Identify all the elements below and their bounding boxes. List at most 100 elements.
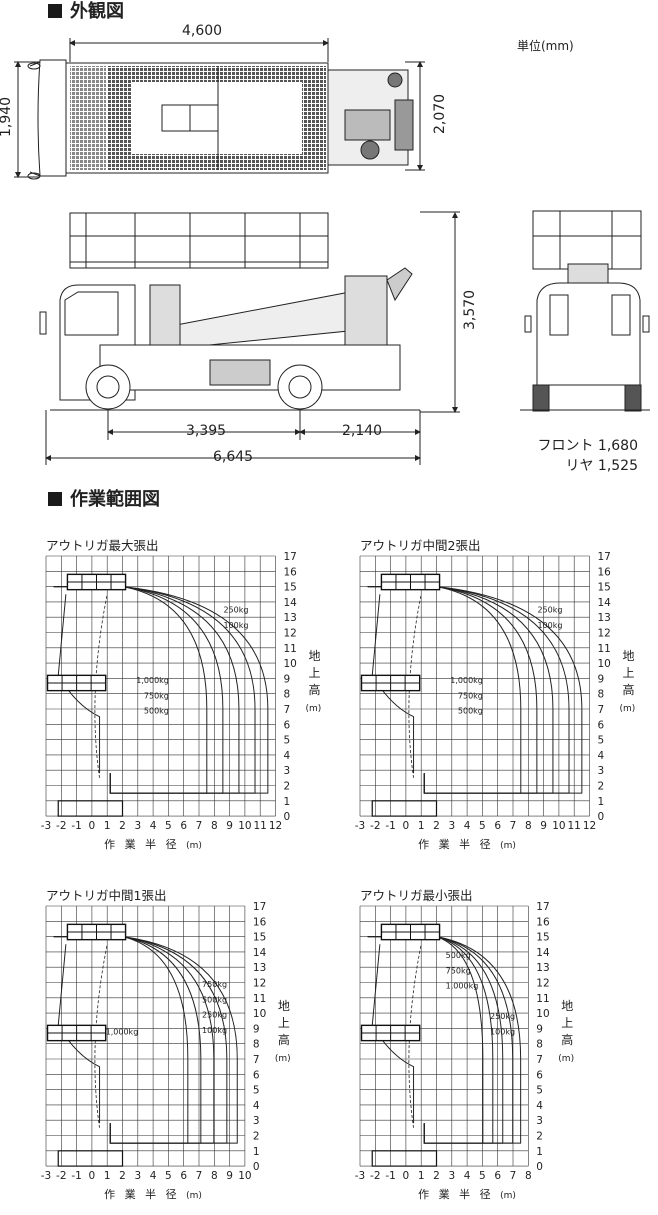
dim-wheelbase: 3,395 bbox=[186, 423, 227, 439]
x-tick-label: 11 bbox=[568, 820, 581, 832]
y-tick-label: 9 bbox=[598, 673, 605, 685]
y-tick-label: 16 bbox=[598, 566, 612, 578]
dim-rear-track: リヤ 1,525 bbox=[565, 458, 638, 474]
chart-title: アウトリガ中間2張出 bbox=[360, 538, 481, 553]
y-tick-label: 11 bbox=[253, 993, 266, 1005]
y-tick-label: 8 bbox=[536, 1039, 543, 1051]
y-tick-label: 0 bbox=[598, 811, 605, 823]
x-tick-label: 8 bbox=[211, 1170, 218, 1182]
square-bullet-icon bbox=[48, 492, 62, 506]
x-tick-label: -1 bbox=[71, 1170, 81, 1182]
x-tick-label: 10 bbox=[552, 820, 565, 832]
x-tick-label: 3 bbox=[448, 1170, 455, 1182]
x-tick-label: 1 bbox=[104, 820, 111, 832]
x-tick-label: 9 bbox=[226, 1170, 233, 1182]
x-axis-label: 作 業 半 径 (m) bbox=[418, 1188, 516, 1202]
y-tick-label: 12 bbox=[253, 978, 266, 990]
y-axis-unit: (m) bbox=[305, 704, 322, 715]
y-tick-label: 6 bbox=[284, 719, 291, 731]
y-tick-label: 7 bbox=[284, 704, 291, 716]
y-tick-label: 3 bbox=[598, 765, 605, 777]
work-range-envelope bbox=[53, 936, 238, 1144]
x-tick-label: 1 bbox=[418, 820, 425, 832]
x-tick-label: -1 bbox=[385, 820, 395, 832]
y-axis-label: 地 上 高 bbox=[622, 648, 635, 697]
x-tick-label: 4 bbox=[150, 820, 157, 832]
x-tick-label: 7 bbox=[196, 1170, 203, 1182]
y-tick-label: 13 bbox=[598, 612, 611, 624]
y-tick-label: 5 bbox=[284, 735, 291, 747]
x-tick-label: 2 bbox=[119, 1170, 126, 1182]
work-range-envelope bbox=[367, 936, 484, 1144]
x-tick-label: 7 bbox=[196, 820, 203, 832]
y-tick-label: 0 bbox=[536, 1161, 543, 1173]
x-tick-label: 9 bbox=[540, 820, 547, 832]
load-label: 100kg bbox=[223, 621, 248, 630]
y-tick-label: 9 bbox=[284, 673, 291, 685]
x-tick-label: 7 bbox=[510, 820, 517, 832]
x-tick-label: 0 bbox=[89, 820, 96, 832]
y-tick-label: 10 bbox=[536, 1008, 549, 1020]
y-tick-label: 9 bbox=[253, 1023, 260, 1035]
top-view-drawing bbox=[14, 38, 425, 180]
work-range-envelope bbox=[53, 586, 208, 794]
y-tick-label: 6 bbox=[536, 1069, 543, 1081]
dim-overall-length: 6,645 bbox=[213, 449, 254, 465]
x-tick-label: 7 bbox=[510, 1170, 517, 1182]
x-tick-label: 6 bbox=[494, 820, 501, 832]
load-label: 250kg bbox=[223, 606, 248, 615]
y-tick-label: 4 bbox=[284, 750, 291, 762]
work-range-envelope bbox=[367, 586, 538, 794]
x-tick-label: 0 bbox=[89, 1170, 96, 1182]
work-range-envelope bbox=[367, 936, 514, 1144]
y-tick-label: 3 bbox=[253, 1115, 260, 1127]
x-tick-label: 1 bbox=[418, 1170, 425, 1182]
chart-title: アウトリガ最小張出 bbox=[360, 888, 473, 903]
y-tick-label: 14 bbox=[284, 597, 298, 609]
y-axis-label: 地 上 高 bbox=[561, 998, 574, 1047]
section-title-exterior: 外観図 bbox=[48, 2, 124, 22]
rear-view-drawing bbox=[520, 210, 650, 412]
work-range-envelope bbox=[53, 586, 224, 794]
load-label: 500kg bbox=[458, 707, 483, 716]
y-axis-label: 地 上 高 bbox=[308, 648, 321, 697]
y-tick-label: 12 bbox=[598, 628, 611, 640]
y-tick-label: 11 bbox=[536, 993, 549, 1005]
y-tick-label: 10 bbox=[253, 1008, 266, 1020]
x-tick-label: 9 bbox=[226, 820, 233, 832]
y-tick-label: 2 bbox=[598, 781, 605, 793]
y-tick-label: 17 bbox=[253, 901, 266, 913]
y-tick-label: 1 bbox=[536, 1146, 543, 1158]
load-label: 500kg bbox=[446, 951, 471, 960]
y-tick-label: 2 bbox=[253, 1131, 260, 1143]
x-tick-label: 0 bbox=[403, 1170, 410, 1182]
x-tick-label: 6 bbox=[180, 1170, 187, 1182]
y-tick-label: 15 bbox=[284, 582, 297, 594]
load-label: 750kg bbox=[446, 966, 471, 975]
x-tick-label: 11 bbox=[254, 820, 267, 832]
x-axis-label: 作 業 半 径 (m) bbox=[104, 838, 202, 852]
y-tick-label: 1 bbox=[284, 796, 291, 808]
work-range-envelope bbox=[367, 586, 554, 794]
load-label: 750kg bbox=[202, 980, 227, 989]
y-tick-label: 14 bbox=[536, 947, 550, 959]
chart-title: アウトリガ中間1張出 bbox=[46, 888, 167, 903]
dim-side-height: 3,570 bbox=[462, 289, 478, 330]
x-tick-label: 12 bbox=[583, 820, 596, 832]
load-label: 250kg bbox=[202, 1011, 227, 1020]
x-tick-label: 4 bbox=[150, 1170, 157, 1182]
x-tick-label: 10 bbox=[238, 1170, 251, 1182]
dim-rear-overhang: 2,140 bbox=[342, 423, 383, 439]
load-label: 750kg bbox=[144, 691, 169, 700]
y-tick-label: 4 bbox=[536, 1100, 543, 1112]
x-tick-label: -2 bbox=[56, 820, 66, 832]
y-tick-label: 5 bbox=[253, 1085, 260, 1097]
y-tick-label: 8 bbox=[598, 689, 605, 701]
y-tick-label: 11 bbox=[598, 643, 611, 655]
x-tick-label: 2 bbox=[433, 820, 440, 832]
boom-path bbox=[408, 944, 422, 1128]
x-axis-label: 作 業 半 径 (m) bbox=[104, 1188, 202, 1202]
y-axis-unit: (m) bbox=[274, 1054, 291, 1065]
